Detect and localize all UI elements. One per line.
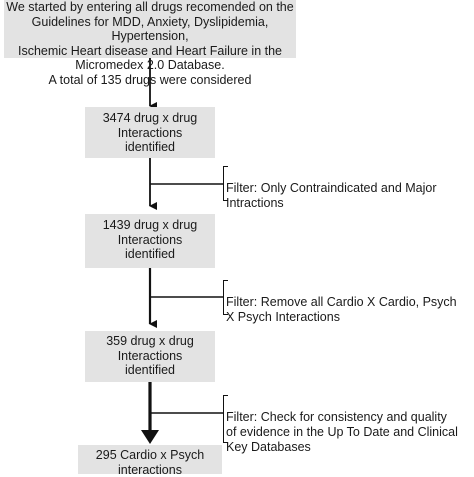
filter1-bracket <box>223 200 228 201</box>
filter1-label: Filter: Only Contraindicated and Major I… <box>223 166 474 210</box>
start-box: We started by entering all drugs recomen… <box>4 0 296 87</box>
filter3-label: Filter: Check for consistency and qualit… <box>223 395 474 454</box>
filter2-text: Filter: Remove all Cardio X Cardio, Psyc… <box>226 295 457 324</box>
filter2-label: Filter: Remove all Cardio X Cardio, Psyc… <box>223 280 474 324</box>
filter2-bracket <box>223 314 228 315</box>
step1-box: 3474 drug x drug Interactions identified <box>85 107 215 158</box>
filter3-bracket <box>223 442 228 443</box>
step2-box: 1439 drug x drug Interactions identified <box>85 214 215 268</box>
arrowhead-final <box>141 430 159 444</box>
filter3-text: Filter: Check for consistency and qualit… <box>226 410 458 454</box>
final-box: 295 Cardio x Psych interactions <box>78 445 222 477</box>
filter1-text: Filter: Only Contraindicated and Major I… <box>226 181 437 210</box>
step3-box: 359 drug x drug Interactions identified <box>85 331 215 382</box>
